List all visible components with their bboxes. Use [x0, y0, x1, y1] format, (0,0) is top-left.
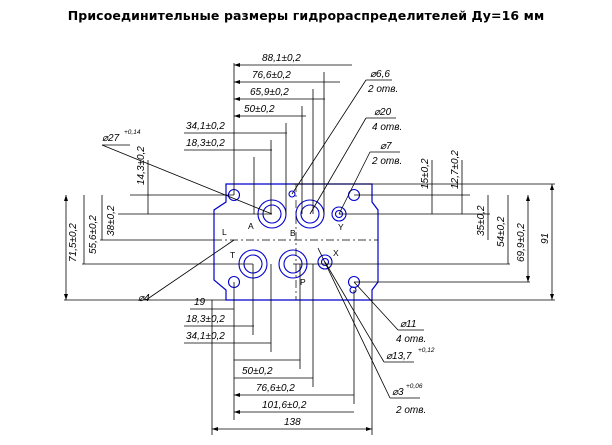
callout-d13-7: ⌀13,7 [386, 351, 412, 362]
port-label-y: Y [338, 222, 344, 232]
port-label-p: P [300, 277, 306, 287]
port-label-l: L [222, 227, 227, 237]
port-label-x: X [333, 248, 339, 258]
dim-50-bottom: 50±0,2 [242, 366, 273, 377]
port-label-t: T [230, 250, 235, 260]
callout-d11: ⌀11 [400, 319, 416, 330]
callout-d11-count: 4 отв. [396, 334, 426, 345]
callout-d20: ⌀20 [374, 107, 392, 118]
dim-88-1: 88,1±0,2 [262, 53, 301, 64]
callout-d27-tolerance: +0,14 [124, 129, 141, 136]
dim-15: 15±0,2 [420, 158, 431, 189]
dim-71-5: 71,5±0,2 [68, 223, 79, 262]
callout-d7-count: 2 отв. [371, 156, 402, 167]
dim-91: 91 [540, 233, 551, 244]
callout-d6-6: ⌀6,6 [370, 69, 390, 80]
dim-35: 35±0,2 [476, 205, 487, 236]
dim-55-6: 55,6±0,2 [88, 215, 99, 254]
dim-14-3: 14,3±0,2 [136, 146, 147, 185]
callout-d3-count: 2 отв. [395, 405, 426, 416]
port-label-a: A [248, 221, 254, 231]
dim-50: 50±0,2 [244, 104, 275, 115]
dim-69-9: 69,9±0,2 [516, 223, 527, 262]
dim-65-9: 65,9±0,2 [250, 87, 289, 98]
port-x-hole [317, 254, 333, 270]
dim-54: 54±0,2 [496, 216, 507, 247]
callout-d13-7-tolerance: +0,12 [418, 347, 435, 354]
callout-d3-tolerance: +0,06 [406, 383, 423, 390]
callout-d7: ⌀7 [380, 141, 392, 152]
dim-34-1: 34,1±0,2 [186, 121, 225, 132]
dim-18-3-bottom: 18,3±0,2 [186, 314, 225, 325]
callout-d4: ⌀4 [138, 293, 150, 304]
port-label-b: B [290, 228, 296, 238]
dim-18-3: 18,3±0,2 [186, 138, 225, 149]
dim-76-6: 76,6±0,2 [252, 70, 291, 81]
dim-101-6: 101,6±0,2 [262, 400, 307, 411]
dim-138: 138 [284, 417, 301, 428]
dim-34-1-bottom: 34,1±0,2 [186, 331, 225, 342]
dim-76-6-bottom: 76,6±0,2 [256, 383, 295, 394]
callout-d3: ⌀3 [392, 387, 404, 398]
callout-d20-count: 4 отв. [372, 122, 402, 133]
dowel-hole-bottom [349, 286, 357, 294]
callout-d6-6-count: 2 отв. [367, 84, 398, 95]
callout-d27: ⌀27 [102, 133, 120, 144]
drawing-title: Присоединительные размеры гидрораспредел… [67, 8, 545, 23]
dim-19: 19 [194, 297, 206, 308]
dowel-hole-top [288, 190, 296, 198]
dim-12-7: 12,7±0,2 [450, 150, 461, 189]
dim-38: 38±0,2 [106, 205, 117, 236]
port-holes [227, 188, 361, 294]
